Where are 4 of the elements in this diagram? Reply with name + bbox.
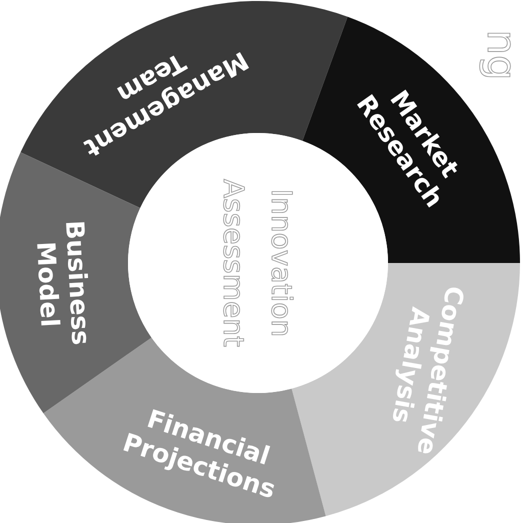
ring-segment (302, 16, 520, 263)
cut-off-text: ng (478, 30, 524, 80)
center-label: Innovation Assessment (217, 179, 298, 347)
segment-label: Business Model (31, 220, 96, 346)
